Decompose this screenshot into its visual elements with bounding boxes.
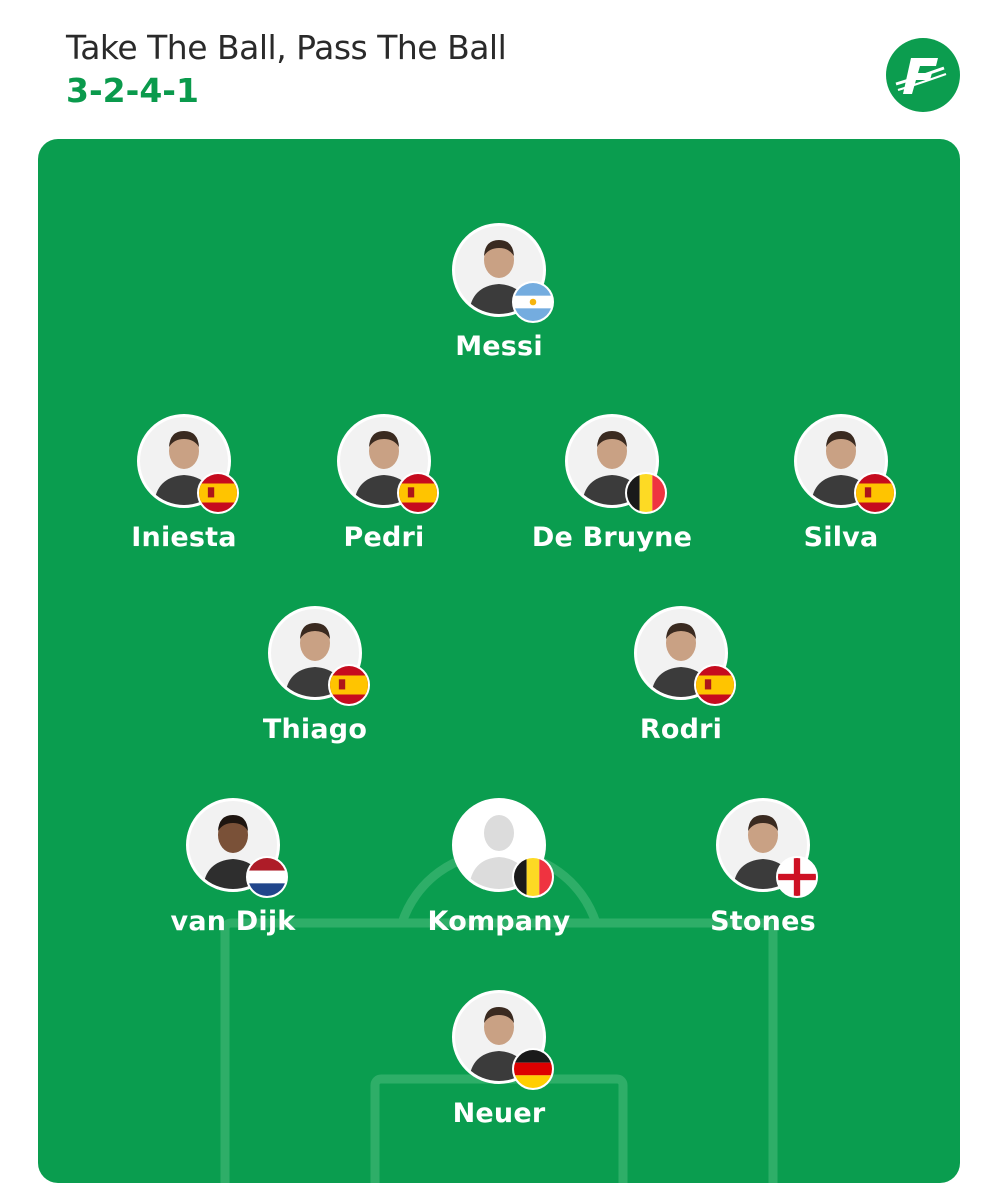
player-name: Thiago xyxy=(262,714,368,745)
page-title: Take The Ball, Pass The Ball xyxy=(66,28,507,67)
player-card-van-dijk[interactable]: van Dijk xyxy=(133,798,333,937)
player-name: Messi xyxy=(455,331,543,362)
formation-label: 3-2-4-1 xyxy=(66,71,199,110)
belgium-flag-icon xyxy=(512,856,554,898)
player-photo-placeholder xyxy=(452,798,546,892)
player-card-neuer[interactable]: Neuer xyxy=(399,990,599,1129)
player-card-thiago[interactable]: Thiago xyxy=(215,606,415,745)
player-name: Silva xyxy=(803,522,879,553)
player-name: Neuer xyxy=(452,1098,546,1129)
player-card-rodri[interactable]: Rodri xyxy=(581,606,781,745)
player-card-silva[interactable]: Silva xyxy=(741,414,941,553)
player-name: Rodri xyxy=(639,714,723,745)
england-flag-icon xyxy=(776,856,818,898)
player-name: Pedri xyxy=(343,522,425,553)
player-name: Iniesta xyxy=(131,522,237,553)
pitch: Messi Iniesta Pedri De Bruyne Silva xyxy=(38,139,960,1183)
player-card-stones[interactable]: Stones xyxy=(663,798,863,937)
spain-flag-icon xyxy=(397,472,439,514)
player-card-de-bruyne[interactable]: De Bruyne xyxy=(512,414,712,553)
player-card-messi[interactable]: Messi xyxy=(399,223,599,362)
player-name: Stones xyxy=(710,906,816,937)
player-card-pedri[interactable]: Pedri xyxy=(284,414,484,553)
spain-flag-icon xyxy=(694,664,736,706)
spain-flag-icon xyxy=(328,664,370,706)
fotmob-logo-icon[interactable] xyxy=(886,38,960,112)
argentina-flag-icon xyxy=(512,281,554,323)
player-name: Kompany xyxy=(427,906,571,937)
spain-flag-icon xyxy=(854,472,896,514)
netherlands-flag-icon xyxy=(246,856,288,898)
player-card-kompany[interactable]: Kompany xyxy=(399,798,599,937)
player-name: van Dijk xyxy=(170,906,296,937)
germany-flag-icon xyxy=(512,1048,554,1090)
belgium-flag-icon xyxy=(625,472,667,514)
player-card-iniesta[interactable]: Iniesta xyxy=(84,414,284,553)
player-photo xyxy=(634,606,728,700)
spain-flag-icon xyxy=(197,472,239,514)
header: Take The Ball, Pass The Ball 3-2-4-1 xyxy=(66,26,507,112)
player-name: De Bruyne xyxy=(531,522,693,553)
